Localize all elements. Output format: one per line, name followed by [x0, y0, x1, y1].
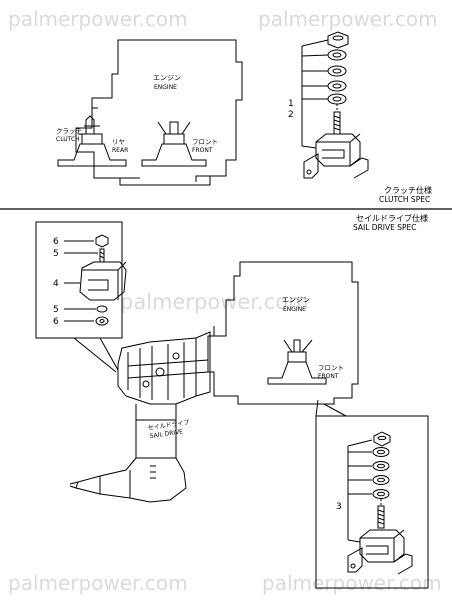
mount-bolt-icon	[333, 111, 341, 135]
sail-engine-label-en: ENGINE	[283, 306, 306, 313]
sail-right-bracket	[347, 439, 373, 543]
washer-icon	[327, 49, 347, 61]
callout-6-top: 6	[53, 237, 59, 247]
sail-drive-lower-unit	[69, 457, 187, 503]
nut-icon	[95, 234, 109, 248]
mount-rubber-icon	[315, 133, 361, 167]
sail-left-stack	[79, 234, 127, 326]
clutch-spec-heading-en: CLUTCH SPEC	[379, 195, 430, 204]
sail-engine-label: エンジン ENGINE	[282, 296, 310, 313]
callout-2: 2	[288, 110, 294, 120]
washer-icon	[372, 489, 390, 499]
clutch-rear-mount	[57, 107, 127, 167]
sail-right-detail-box	[315, 399, 429, 589]
clutch-callout-bracket	[301, 39, 329, 149]
washer-icon	[372, 461, 390, 471]
clutch-callouts: 1 2	[288, 99, 294, 120]
mount-rubber-icon	[79, 261, 127, 301]
callout-3: 3	[336, 502, 342, 512]
mount-base-plate-icon	[303, 153, 369, 179]
watermark-bottom-left: palmerpower.com	[8, 571, 188, 595]
clutch-engine-label: エンジン ENGINE	[153, 74, 181, 91]
clutch-engine-label-en: ENGINE	[154, 84, 177, 91]
clutch-exploded-stack	[303, 31, 369, 179]
clutch-mount-labels: クラッチ CLUTCH リヤ REAR フロント FRONT	[56, 127, 218, 154]
watermark-middle: palmerpower.com	[120, 290, 309, 314]
callout-6-bottom: 6	[53, 317, 59, 327]
watermark-bottom-right: palmerpower.com	[262, 571, 442, 595]
callout-5-top: 5	[53, 249, 59, 259]
sail-spec-heading-en: SAIL DRIVE SPEC	[353, 223, 417, 232]
callout-5-bottom: 5	[53, 305, 59, 315]
sail-front-mount	[267, 339, 327, 385]
clutch-spec-heading-jp: クラッチ仕様	[384, 185, 432, 195]
sail-drive-label-en: SAIL DRIVE	[149, 428, 183, 440]
washer-icon	[327, 80, 347, 92]
mount-bolt-icon	[377, 505, 385, 529]
sail-left-detail-box	[35, 221, 123, 373]
sail-front-label: フロント FRONT	[318, 364, 344, 380]
sail-engine-outline	[207, 261, 359, 405]
clutch-label-jp: クラッチ	[56, 127, 82, 135]
nut-icon	[373, 431, 391, 447]
sail-left-callouts: 6 5 4 5 6	[53, 237, 59, 327]
nut-icon	[327, 31, 349, 49]
front-label-en: FRONT	[192, 147, 213, 154]
clutch-spec-heading: クラッチ仕様 CLUTCH SPEC	[379, 185, 432, 204]
washer-icon	[96, 305, 108, 313]
callout-1: 1	[288, 99, 294, 109]
callout-4: 4	[53, 279, 59, 289]
clutch-engine-label-jp: エンジン	[153, 74, 181, 82]
sail-front-label-en: FRONT	[318, 373, 339, 380]
mount-rubber-icon	[359, 529, 405, 563]
washer-icon	[372, 475, 390, 485]
clutch-front-mount	[141, 121, 207, 167]
sail-spec-heading: セイルドライブ仕様 SAIL DRIVE SPEC	[353, 213, 428, 232]
rear-label-en: REAR	[112, 147, 128, 154]
washer-icon	[327, 93, 347, 105]
washer-icon	[327, 65, 347, 77]
sail-spec-heading-jp: セイルドライブ仕様	[356, 213, 428, 223]
watermark-top-left: palmerpower.com	[8, 7, 188, 31]
watermarks: palmerpower.com palmerpower.com palmerpo…	[8, 7, 442, 595]
sail-drive-housing	[117, 331, 211, 405]
mount-base-plate-icon	[347, 547, 413, 575]
watermark-top-right: palmerpower.com	[258, 7, 438, 31]
rear-label-jp: リヤ	[112, 138, 125, 146]
sail-engine-label-jp: エンジン	[282, 296, 310, 304]
sail-right-callouts: 3	[336, 502, 342, 512]
clutch-label-en: CLUTCH	[56, 136, 80, 143]
stud-icon	[99, 248, 105, 263]
washer-icon	[372, 447, 390, 457]
clutch-engine-outline	[75, 39, 243, 186]
front-label-jp: フロント	[192, 138, 218, 146]
sail-right-stack	[347, 431, 413, 575]
sail-front-label-jp: フロント	[318, 364, 344, 372]
washer-icon	[95, 316, 109, 326]
sail-drive-labels: セイルドライブ SAIL DRIVE	[147, 418, 190, 440]
sail-left-leaders	[64, 240, 98, 322]
